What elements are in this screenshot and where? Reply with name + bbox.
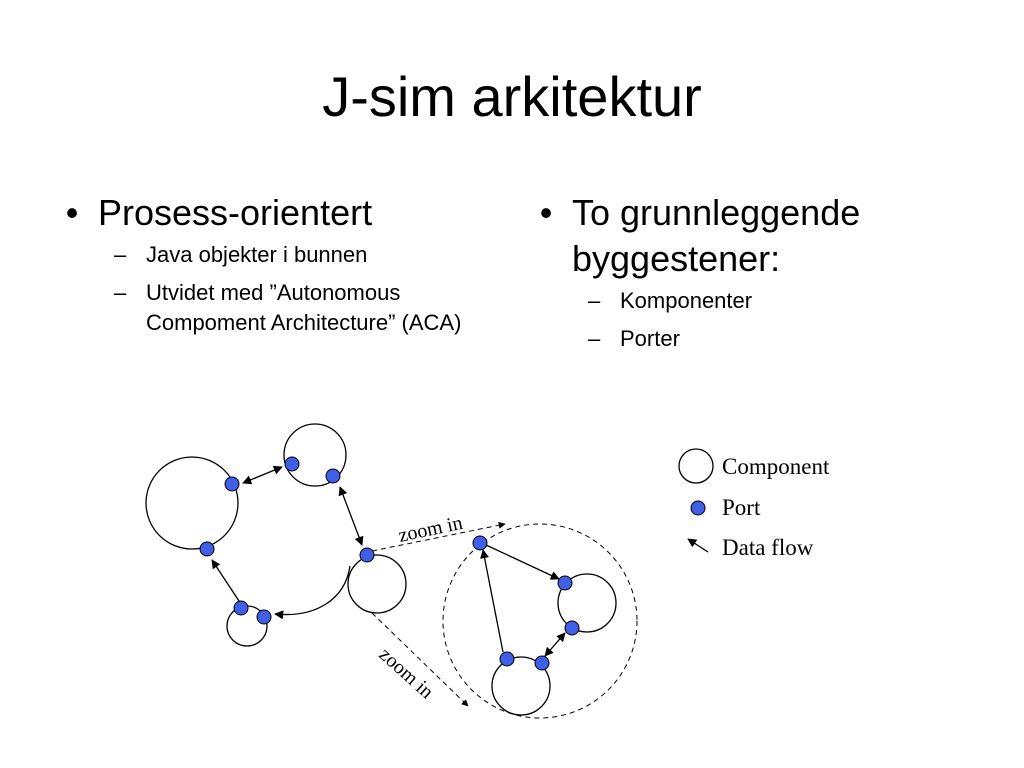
component-circle <box>557 573 617 633</box>
zoom-boundary-circle <box>442 523 638 719</box>
port <box>284 456 300 472</box>
right-column: • To grunnleggende byggestener: – Kompon… <box>532 190 972 362</box>
port <box>564 620 580 636</box>
sub-bullet-dash: – <box>588 288 601 313</box>
component-circle <box>145 456 239 550</box>
component-circle <box>491 656 551 716</box>
sub-bullet-aca: – Utvidet med ”Autonomous Compoment Arch… <box>58 278 478 338</box>
component-circle <box>226 605 268 647</box>
zoom-label-bottom: zoom in <box>375 643 438 703</box>
port <box>256 609 272 625</box>
zoom-connector <box>371 612 469 707</box>
port <box>233 600 249 616</box>
data-flow-arrow <box>480 549 504 653</box>
legend-data-flow-label: Data flow <box>722 535 814 560</box>
sub-bullet-java: – Java objekter i bunnen <box>58 240 478 270</box>
bullet-dot: • <box>65 192 79 233</box>
data-flow-arrow <box>242 465 283 485</box>
legend: Component Port Data flow <box>678 448 830 560</box>
port <box>534 655 550 671</box>
zoom-connector <box>371 521 506 552</box>
port <box>557 575 573 591</box>
port <box>224 476 240 492</box>
port <box>199 541 215 557</box>
zoom-label-top: zoom in <box>396 512 464 547</box>
port <box>359 547 375 563</box>
bullet-dot: • <box>539 192 553 233</box>
port <box>325 468 341 484</box>
slide-title: J-sim arkitektur <box>322 65 702 128</box>
bullet-prosess-orientert: • Prosess-orientert <box>58 190 478 236</box>
port <box>499 651 515 667</box>
data-flow-arrow <box>211 559 240 602</box>
sub-bullet-porter: – Porter <box>532 324 972 354</box>
sub-bullet-dash: – <box>114 242 127 267</box>
sub-bullet-text: Komponenter <box>620 288 753 313</box>
data-flow-arrow <box>544 632 566 657</box>
bullet-text: To grunnleggende byggestener: <box>572 192 861 279</box>
data-flow-arrow <box>485 544 560 580</box>
legend-port-label: Port <box>722 495 761 520</box>
data-flow-arrow <box>338 486 364 546</box>
bullet-byggestener: • To grunnleggende byggestener: <box>532 190 972 282</box>
component-circle <box>283 423 347 487</box>
legend-data-flow-icon <box>687 538 709 553</box>
legend-component-label: Component <box>722 454 830 479</box>
sub-bullet-text: Porter <box>620 326 680 351</box>
port <box>472 535 488 551</box>
left-column: • Prosess-orientert – Java objekter i bu… <box>58 190 478 346</box>
legend-component-icon <box>678 448 714 484</box>
legend-port-icon <box>690 500 706 516</box>
sub-bullet-dash: – <box>114 280 127 305</box>
sub-bullet-text: Utvidet med ”Autonomous Compoment Archit… <box>146 280 462 335</box>
sub-bullet-text: Java objekter i bunnen <box>146 242 368 267</box>
sub-bullet-dash: – <box>588 326 601 351</box>
bullet-text: Prosess-orientert <box>98 192 373 233</box>
sub-bullet-komponenter: – Komponenter <box>532 286 972 316</box>
component-circle <box>347 554 407 614</box>
data-flow-arrow <box>274 565 351 620</box>
